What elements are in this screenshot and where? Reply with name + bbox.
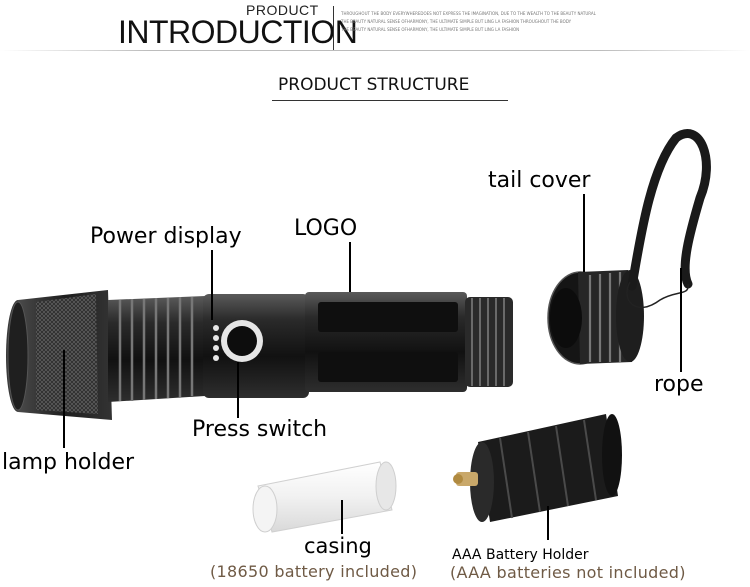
leader-lines [63, 194, 682, 540]
label-logo: LOGO [294, 216, 358, 241]
section-title: PRODUCT STRUCTURE [278, 75, 470, 95]
flashlight-switch-section [203, 294, 309, 398]
battery-holder [453, 414, 622, 522]
casing-sleeve [252, 461, 397, 533]
header-small-title: PRODUCT [246, 2, 319, 18]
label-casing: casing [304, 534, 372, 558]
header-big-title: INTRODUCTION [118, 14, 358, 50]
label-casing-note: (18650 battery included) [210, 562, 418, 581]
flashlight-head [6, 290, 112, 420]
header-blurb-line: THE BEAUTY NATURAL SENSE OFHARMONY, THE … [341, 19, 572, 24]
header-blurb-line: THE BEAUTY NATURAL SENSE OFHARMONY, THE … [341, 27, 520, 32]
label-tail-cover: tail cover [488, 168, 591, 193]
flashlight-thread [465, 297, 513, 387]
label-press-switch: Press switch [192, 417, 328, 442]
rope-lanyard [627, 129, 711, 291]
header-divider [333, 6, 334, 50]
header-blurb: THROUGHOUT THE BODY EVERYWHEREDOES NOT E… [341, 10, 641, 34]
flashlight-tube [305, 292, 467, 392]
header-blurb-line: THROUGHOUT THE BODY EVERYWHEREDOES NOT E… [341, 11, 596, 16]
header-rule [0, 50, 750, 51]
flashlight-neck [108, 296, 205, 402]
label-battery-holder: AAA Battery Holder [452, 547, 589, 563]
label-battery-holder-note: (AAA batteries not included) [450, 563, 686, 582]
rope-cord [626, 281, 689, 309]
label-rope: rope [654, 372, 704, 397]
tail-cover [547, 270, 644, 365]
label-power-display: Power display [90, 224, 242, 249]
section-title-underline [272, 100, 508, 101]
label-lamp-holder: lamp holder [2, 450, 135, 475]
